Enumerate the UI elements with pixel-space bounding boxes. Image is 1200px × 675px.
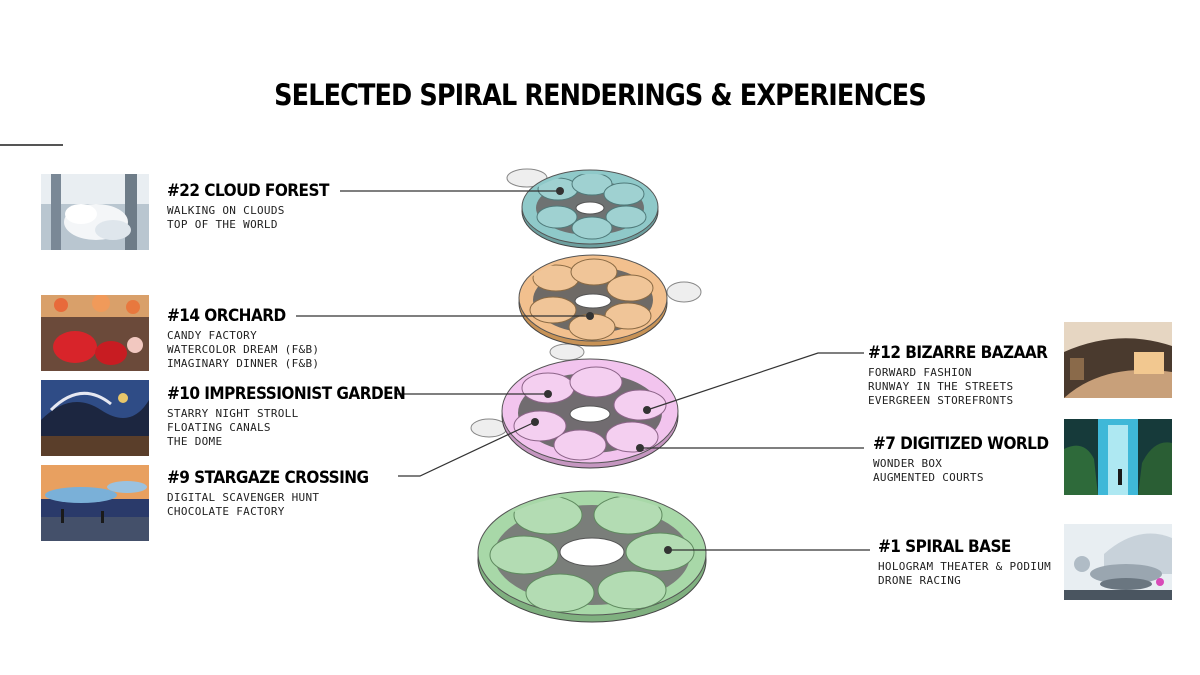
experience-item: RUNWAY IN THE STREETS — [868, 380, 1014, 393]
level-heading: #9 STARGAZE CROSSING — [167, 468, 369, 488]
experience-item: AUGMENTED COURTS — [873, 471, 984, 484]
experience-item: CANDY FACTORY — [167, 329, 257, 342]
floating-pad — [470, 418, 508, 438]
floating-pad — [666, 281, 702, 303]
label-orchard: #14 ORCHARD CANDY FACTORY WATERCOLOR DRE… — [167, 306, 319, 371]
rendering-stargaze-crossing — [41, 465, 149, 541]
rendering-orchard — [41, 295, 149, 371]
rendering-bizarre-bazaar — [1064, 322, 1172, 398]
rendering-impressionist-garden — [41, 380, 149, 456]
label-impressionist-garden: #10 IMPRESSIONIST GARDEN STARRY NIGHT ST… — [167, 384, 432, 449]
experience-item: IMAGINARY DINNER (F&B) — [167, 357, 320, 370]
floating-pad — [549, 343, 585, 361]
label-spiral-base: #1 SPIRAL BASE HOLOGRAM THEATER & PODIUM… — [878, 537, 1051, 588]
experience-item: FLOATING CANALS — [167, 421, 271, 434]
disc-cloud-forest — [521, 169, 659, 249]
leader-stargaze-crossing — [398, 421, 536, 477]
level-heading: #7 DIGITIZED WORLD — [873, 434, 1049, 454]
leader-lines — [296, 190, 870, 551]
level-heading: #12 BIZARRE BAZAAR — [868, 343, 1048, 363]
level-heading: #1 SPIRAL BASE — [878, 537, 1011, 557]
experience-item: WATERCOLOR DREAM (F&B) — [167, 343, 320, 356]
rendering-spiral-base — [1064, 524, 1172, 600]
experience-item: EVERGREEN STOREFRONTS — [868, 394, 1014, 407]
experience-item: DRONE RACING — [878, 574, 962, 587]
experience-item: THE DOME — [167, 435, 223, 448]
experience-item: WALKING ON CLOUDS — [167, 204, 285, 217]
label-bizarre-bazaar: #12 BIZARRE BAZAAR FORWARD FASHION RUNWA… — [868, 343, 1067, 408]
level-heading: #10 IMPRESSIONIST GARDEN — [167, 384, 406, 404]
page-title: SELECTED SPIRAL RENDERINGS & EXPERIENCES — [274, 78, 927, 112]
experience-item: HOLOGRAM THEATER & PODIUM — [878, 560, 1052, 573]
corner-rule — [0, 144, 63, 146]
label-cloud-forest: #22 CLOUD FOREST WALKING ON CLOUDS TOP O… — [167, 181, 347, 232]
experience-item: WONDER BOX — [873, 457, 943, 470]
disc-orchard — [518, 254, 668, 347]
rendering-cloud-forest — [41, 174, 149, 250]
experience-item: CHOCOLATE FACTORY — [167, 505, 285, 518]
experience-item: TOP OF THE WORLD — [167, 218, 278, 231]
experience-item: STARRY NIGHT STROLL — [167, 407, 299, 420]
label-digitized-world: #7 DIGITIZED WORLD WONDER BOX AUGMENTED … — [873, 434, 1068, 485]
leader-dots — [531, 187, 672, 554]
rendering-digitized-world — [1064, 419, 1172, 495]
disc-spiral-base — [477, 490, 707, 623]
disc-impressionist-garden — [501, 358, 679, 469]
label-stargaze-crossing: #9 STARGAZE CROSSING DIGITAL SCAVENGER H… — [167, 468, 391, 519]
level-heading: #14 ORCHARD — [167, 306, 286, 326]
leader-bizarre-bazaar — [646, 352, 864, 411]
level-heading: #22 CLOUD FOREST — [167, 181, 329, 201]
experience-item: FORWARD FASHION — [868, 366, 972, 379]
experience-item: DIGITAL SCAVENGER HUNT — [167, 491, 320, 504]
